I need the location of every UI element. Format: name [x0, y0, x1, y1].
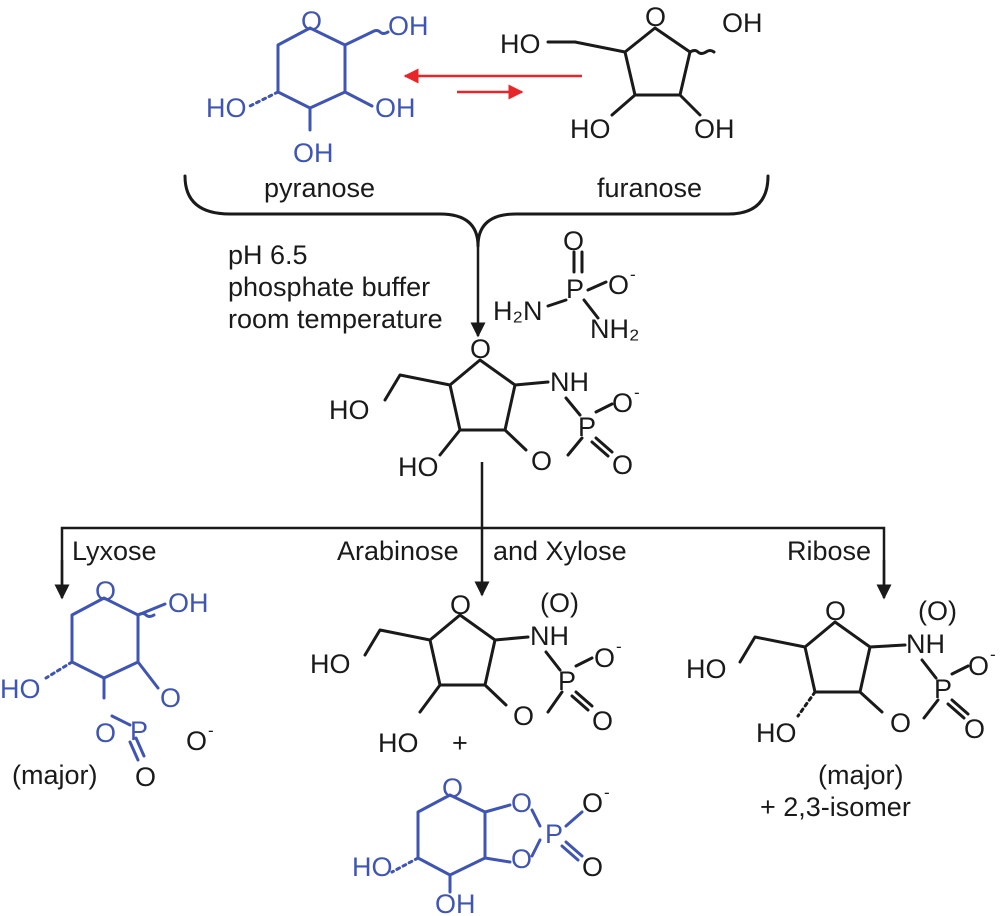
- lyxose-oxygen-anion: O: [186, 726, 207, 756]
- ribose-major-label: (major): [818, 760, 904, 790]
- plus-sign: +: [452, 728, 468, 758]
- ribose-oxygen-anion: O: [968, 651, 989, 681]
- xylose-c3-oh: OH: [435, 889, 476, 916]
- intermediate-ring-oxygen: O: [470, 334, 491, 364]
- lyxose-anomeric-oh: OH: [168, 588, 209, 618]
- lyxose-major-label: (major): [12, 760, 98, 790]
- furanose-c2-oh: OH: [694, 114, 735, 144]
- ribose-oxo: O: [964, 714, 985, 744]
- branch-line: [60, 526, 886, 596]
- diamidophosphate-reagent: O P O - H₂N NH₂: [493, 226, 639, 344]
- dap-oxygen: O: [563, 226, 584, 256]
- branch-label-lyxose: Lyxose: [72, 536, 157, 566]
- arabinose-charge: -: [616, 637, 622, 656]
- branch-label-ribose: Ribose: [787, 536, 871, 566]
- ribose-ring-o-p: O: [890, 708, 911, 738]
- branch-label-arabinose: Arabinose: [337, 536, 459, 566]
- lyxose-product: O OH HO O O P O - O: [0, 576, 214, 792]
- xylose-oxygen-anion: O: [582, 788, 603, 818]
- arabinose-bracket-oxygen: (O): [540, 588, 579, 618]
- pyranose-c2-oh: OH: [375, 93, 416, 123]
- arabinose-nh: NH: [530, 621, 569, 651]
- intermediate-ring-o-p: O: [531, 446, 552, 476]
- condition-buffer: phosphate buffer: [228, 272, 430, 302]
- pyranose-c4-ho: HO: [206, 93, 247, 123]
- intermediate-c3-ho: HO: [398, 452, 439, 482]
- ribose-ch2-ho: HO: [686, 654, 727, 684]
- arabinose-oxo: O: [592, 706, 613, 736]
- branch-arrows: [54, 462, 892, 600]
- dap-nh2: NH₂: [590, 314, 639, 344]
- intermediate-oxo: O: [612, 450, 633, 480]
- intermediate-nh: NH: [550, 367, 589, 397]
- condition-temperature: room temperature: [228, 304, 443, 334]
- dap-oxygen-anion: O: [608, 270, 629, 300]
- arabinose-ring-o-p: O: [513, 701, 534, 731]
- ribose-ring-oxygen: O: [825, 596, 846, 626]
- lyxose-phosphorus: P: [130, 716, 148, 746]
- furanose-ch2-ho: HO: [500, 29, 541, 59]
- pyranose-anomeric-oh: OH: [388, 11, 429, 41]
- xylose-charge: -: [604, 783, 610, 802]
- lyxose-phosphate-o2: O: [95, 718, 116, 748]
- equilibrium-arrows: [403, 68, 582, 100]
- xylose-oxo: O: [582, 852, 603, 882]
- ribose-c3-ho: HO: [756, 718, 797, 748]
- arabinose-phosphorus: P: [558, 666, 576, 696]
- reaction-conditions: pH 6.5 phosphate buffer room temperature: [228, 240, 443, 334]
- lyxose-phosphate-o1: O: [160, 683, 181, 713]
- pyranose-label: pyranose: [264, 173, 375, 203]
- intermediate-charge: -: [634, 383, 640, 402]
- ribose-phosphorus: P: [934, 674, 952, 704]
- furanose-anomeric-oh: OH: [722, 8, 763, 38]
- intermediate-ch2-ho: HO: [329, 395, 370, 425]
- dap-phosphorus: P: [566, 274, 584, 304]
- furanose-c3-ho: HO: [570, 114, 611, 144]
- xylose-phosphate-o1: O: [511, 788, 532, 818]
- furanose-ring-oxygen: O: [645, 2, 666, 32]
- xylose-phosphorus: P: [545, 819, 563, 849]
- lyxose-charge: -: [208, 721, 214, 740]
- arabinose-c3-ho: HO: [378, 728, 419, 758]
- pyranose-structure: O OH HO OH OH: [206, 6, 429, 168]
- ribose-isomer-label: + 2,3-isomer: [760, 792, 911, 822]
- condition-ph: pH 6.5: [228, 240, 308, 270]
- lyxose-ring-oxygen: O: [95, 576, 116, 606]
- arabinose-oxygen-anion: O: [594, 643, 615, 673]
- furanose-label: furanose: [597, 173, 702, 203]
- dap-h2n: H₂N: [493, 296, 542, 326]
- arabinose-product: O (O) NH P O - O O HO HO: [310, 588, 622, 758]
- dap-charge: -: [630, 265, 636, 284]
- pyranose-c3-oh: OH: [293, 138, 334, 168]
- xylose-ring-oxygen: O: [442, 773, 463, 803]
- intermediate-phosphorus: P: [578, 412, 596, 442]
- furanose-structure: O OH HO HO OH: [500, 2, 763, 144]
- lyxose-oxo: O: [135, 762, 156, 792]
- ribose-charge: -: [990, 645, 996, 664]
- branch-label-xylose: and Xylose: [493, 536, 627, 566]
- intermediate-structure: O NH P O - O O HO HO: [329, 334, 640, 482]
- ribose-product: O (O) NH P O - O O HO HO: [686, 596, 996, 748]
- lyxose-c4-ho: HO: [0, 674, 41, 704]
- arabinose-ch2-ho: HO: [310, 649, 351, 679]
- ribose-bracket-oxygen: (O): [918, 596, 957, 626]
- xylose-c4-ho: HO: [352, 852, 393, 882]
- pyranose-ring-oxygen: O: [301, 6, 322, 36]
- arabinose-ring-oxygen: O: [450, 590, 471, 620]
- intermediate-oxygen-anion: O: [612, 388, 633, 418]
- xylose-phosphate-o2: O: [511, 844, 532, 874]
- ribose-nh: NH: [906, 629, 945, 659]
- xylose-cyclic-phosphate: O O O P O - O HO OH: [352, 773, 610, 916]
